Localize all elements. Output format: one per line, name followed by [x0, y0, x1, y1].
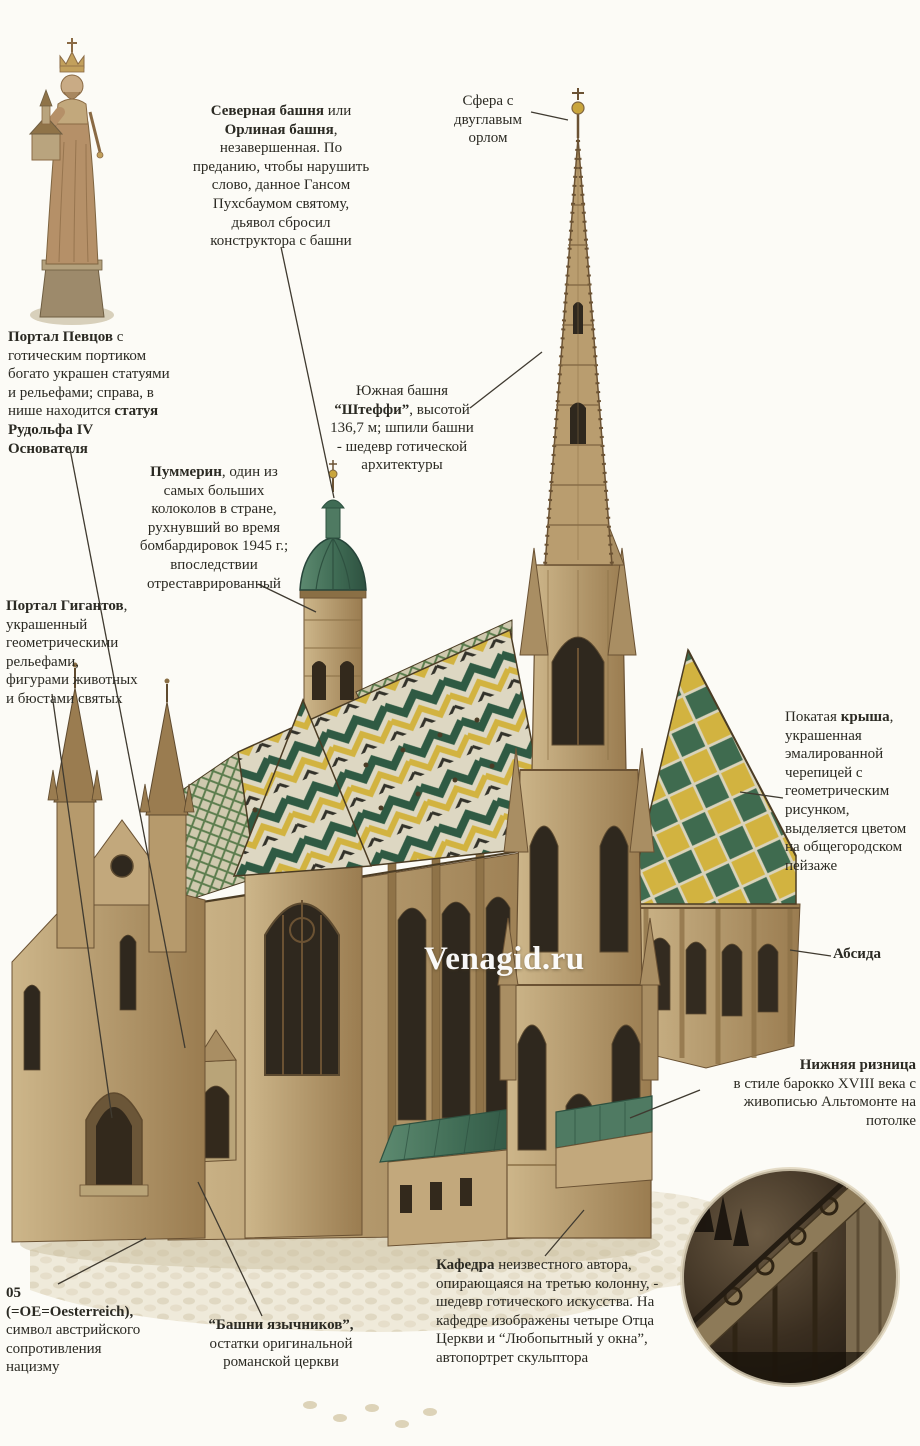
- text-bold: Пуммерин: [150, 464, 222, 480]
- text-bold: (=OE=Oesterreich),: [6, 1303, 134, 1320]
- label-apse: Абсида: [833, 945, 913, 964]
- text-bold: 05: [6, 1285, 21, 1301]
- text-run: или: [323, 103, 352, 119]
- lower-sacristy-roof: [555, 1095, 653, 1189]
- statue-sceptre: [88, 111, 104, 159]
- transept-gable: [232, 697, 373, 1239]
- text-run: неизвестного автора, опирающаяся на трет…: [436, 1257, 659, 1366]
- apse-walls: [627, 903, 801, 1069]
- text-run: , украшенная эмалированной черепицей с г…: [785, 709, 907, 874]
- text-run: , высотой 136,7 м; шпили башни - шедевр …: [330, 401, 474, 474]
- label-sacristy: Нижняя ризница в стиле барокко XVIII века…: [695, 1056, 917, 1130]
- text-run: Сфера с двуглавым орлом: [454, 93, 522, 147]
- text-run: Покатая: [785, 709, 841, 725]
- text-bold: Орлиная башня: [224, 121, 334, 138]
- label-pummerin: Пуммерин, один из самых больших колоколо…: [134, 463, 294, 593]
- singers-portal-porch: [195, 1029, 237, 1163]
- label-pulpit: Кафедра неизвестного автора, опирающаяся…: [436, 1256, 674, 1368]
- label-heathen-towers: “Башни язычников”, остатки оригинальной р…: [196, 1316, 366, 1372]
- choir-roof-diamond-tiles: [627, 647, 797, 905]
- label-sphere: Сфера с двуглавым орлом: [444, 92, 532, 148]
- text-run: , один из самых больших колоколов в стра…: [139, 464, 289, 592]
- spire: [543, 137, 614, 566]
- label-north-tower: Северная башня или Орлиная башня, незаве…: [190, 102, 372, 251]
- pulpit-inset-border: [680, 1167, 900, 1387]
- text-run: , незавершенная. По преданию, чтобы нару…: [192, 121, 370, 250]
- label-singers-portal: Портал Певцов с готическим портиком бога…: [8, 328, 170, 458]
- text-bold: Портал Певцов: [8, 329, 113, 345]
- text-run: в стиле барокко XVIII века с живописью А…: [733, 1075, 917, 1129]
- cobble-speckles: [303, 1401, 437, 1428]
- label-roof: Покатая крыша, украшенная эмалированной …: [785, 708, 911, 875]
- text-run: , украшенный геометрическими рельефами, …: [6, 598, 138, 707]
- text-run: Южная башня: [355, 383, 449, 399]
- text-bold: статуя Рудольфа IV Основателя: [8, 403, 159, 457]
- rudolf-statue-drawing: [28, 38, 114, 325]
- text-bold: крыша: [840, 709, 890, 725]
- text-bold: Северная башня: [210, 103, 324, 119]
- statue-church-model: [28, 88, 65, 161]
- text-run: символ австрийского сопротивления нацизм…: [6, 1322, 141, 1376]
- spire-sphere-finial: [571, 88, 585, 138]
- text-bold: Абсида: [833, 946, 881, 962]
- south-tower: [497, 88, 661, 1239]
- label-o5: 05 (=OE=Oesterreich), символ австрийского …: [6, 1284, 158, 1377]
- west-facade: [11, 662, 206, 1243]
- text-bold: “Башни язычников”,: [208, 1317, 354, 1333]
- text-bold: Кафедра: [436, 1257, 495, 1273]
- label-south-tower: Южная башня “Штеффи”, высотой 136,7 м; ш…: [326, 382, 478, 475]
- text-bold: Портал Гигантов: [6, 598, 124, 614]
- facade-rose-window: [110, 854, 134, 878]
- watermark: Venagid.ru: [424, 941, 585, 977]
- text-run: остатки оригинальной романской церкви: [209, 1335, 353, 1371]
- label-giants-portal: Портал Гигантов, украшенный геометрическ…: [6, 597, 138, 709]
- text-bold: “Штеффи”: [334, 401, 410, 418]
- text-bold: Нижняя ризница: [799, 1057, 916, 1073]
- rudolf-statue-image: [16, 12, 128, 328]
- tower-pinnacles: [497, 527, 661, 1081]
- statue-crown: [59, 38, 85, 73]
- text-run: с готическим портиком богато украшен ста…: [8, 329, 170, 420]
- statue-pedestal: [39, 266, 105, 318]
